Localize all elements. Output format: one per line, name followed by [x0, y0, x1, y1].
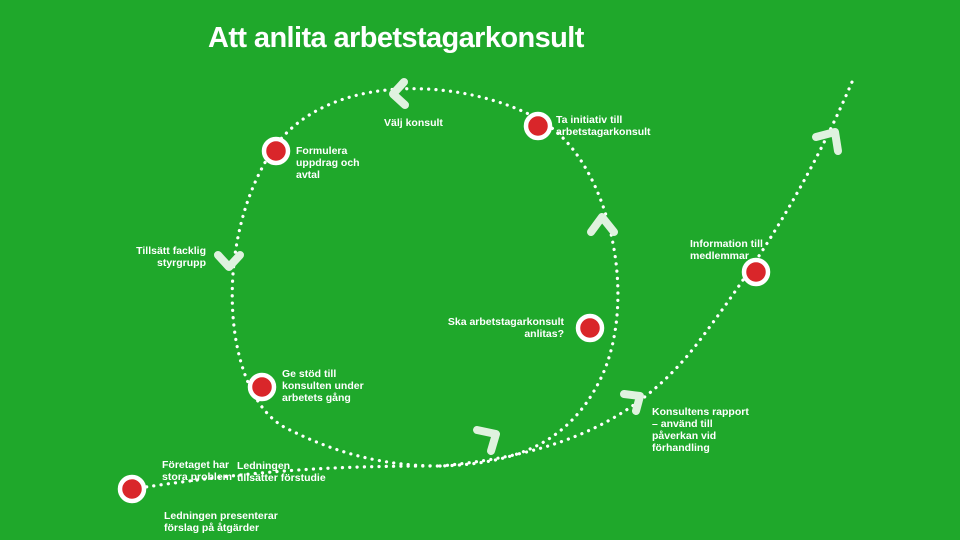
label-problem: Företaget har stora problem [162, 459, 233, 483]
chevron-topright-icon [812, 128, 842, 155]
chevron-valj-icon [389, 78, 409, 109]
chevron-bottom-icon [473, 426, 500, 455]
node-information [741, 257, 771, 287]
label-ska-anlitas: Ska arbetstagarkonsult anlitas? [447, 316, 564, 340]
label-styrgrupp: Tillsätt facklig styrgrupp [136, 245, 206, 269]
node-ska-anlitas [575, 313, 605, 343]
node-formulera [261, 136, 291, 166]
chevron-styrgrupp-icon [214, 251, 244, 271]
label-information: Information till medlemmar [690, 238, 763, 262]
label-initiativ: Ta initiativ till arbetstagarkonsult [556, 114, 651, 138]
label-presenterar: Ledningen presenterar förslag på åtgärde… [164, 510, 278, 534]
outgoing-path [438, 80, 854, 468]
label-rapport: Konsultens rapport – använd till påverka… [652, 406, 749, 454]
node-stod [247, 372, 277, 402]
label-stod: Ge stöd till konsulten under arbetets gå… [282, 368, 364, 404]
diagram-title: Att anlita arbetstagarkonsult [208, 22, 584, 54]
node-problem [117, 474, 147, 504]
chevron-ska-icon [587, 213, 618, 236]
label-forstudie: Ledningen tillsätter förstudie [237, 460, 326, 484]
node-initiativ [523, 111, 553, 141]
chevron-rapport-icon [620, 390, 644, 415]
label-formulera: Formulera uppdrag och avtal [296, 145, 360, 181]
label-valj: Välj konsult [384, 117, 443, 129]
main-path [130, 87, 620, 491]
